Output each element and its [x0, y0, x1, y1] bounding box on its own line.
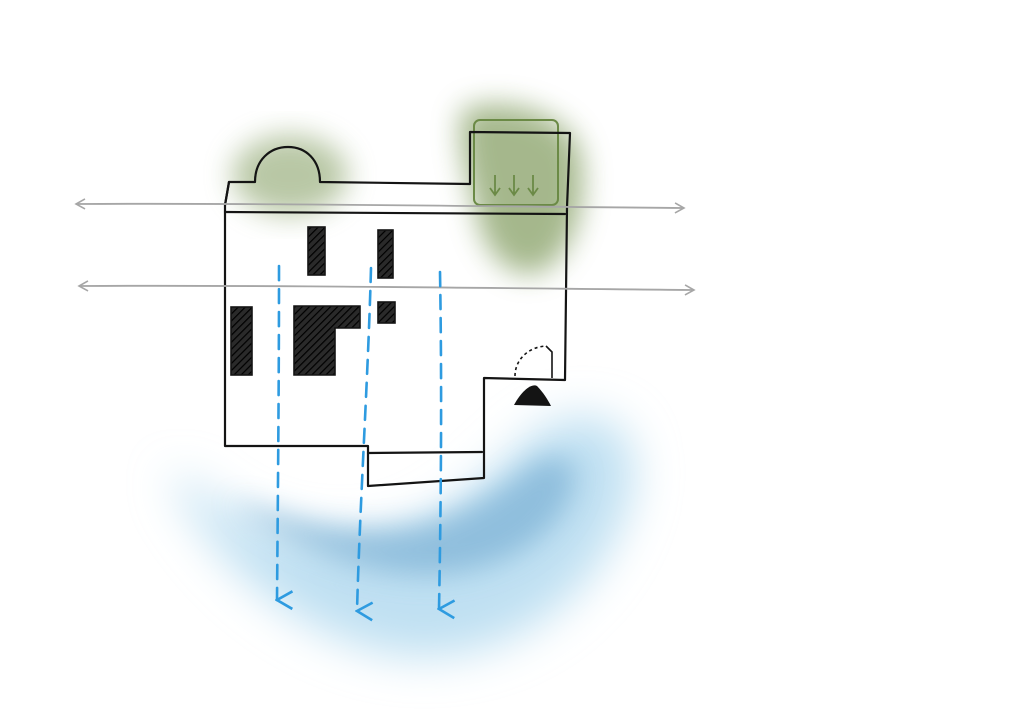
hatched-blocks [230, 226, 396, 376]
terrace-line [366, 450, 484, 455]
hatched-block [293, 305, 361, 376]
door-swing-icon [514, 345, 553, 378]
small-down-arrow-icon [508, 175, 520, 197]
dashed-down-arrow-icon [357, 266, 371, 611]
small-down-arrow-icon [527, 175, 539, 197]
double-headed-arrow-icon [74, 198, 686, 214]
hatched-block [377, 229, 394, 279]
dashed-down-arrow-icon [439, 270, 441, 609]
vegetation [232, 104, 584, 274]
axis-lines [74, 198, 696, 296]
double-headed-arrow-icon [77, 280, 696, 296]
hatched-block [230, 306, 253, 376]
hatched-block [377, 301, 396, 324]
small-down-arrow-icon [489, 175, 501, 197]
entrance-triangle-icon [514, 385, 551, 406]
hatched-block [307, 226, 326, 276]
dashed-down-arrow-icon [277, 264, 279, 600]
slope-arrows [489, 175, 539, 197]
building-top-band [223, 180, 231, 207]
flow-arrows [277, 264, 441, 611]
